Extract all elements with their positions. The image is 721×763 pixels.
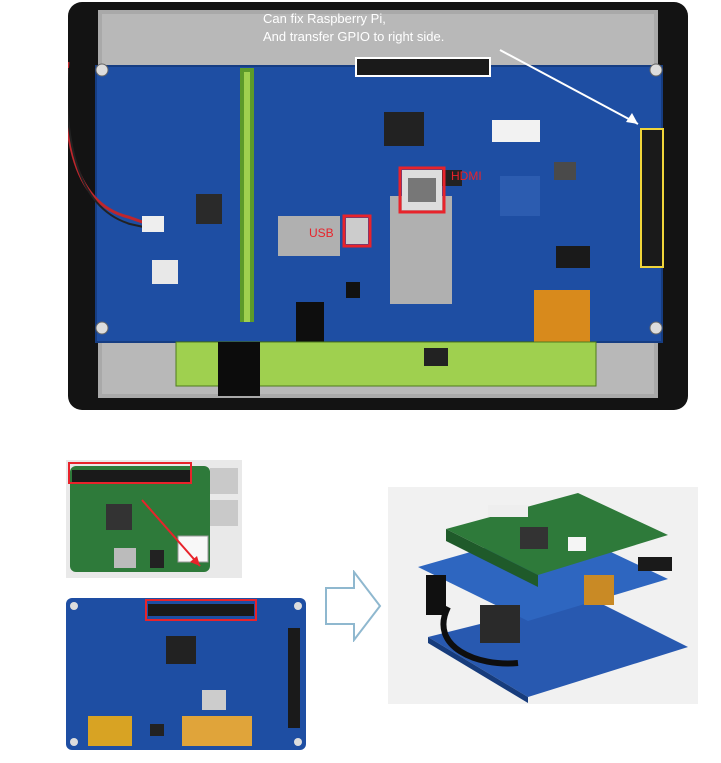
raspberry-pi-photo <box>66 460 242 578</box>
raspberry-pi-illustration <box>66 460 242 578</box>
stacked-assembly-illustration <box>388 487 698 704</box>
display-back-illustration <box>64 2 688 410</box>
display-board-photo <box>66 598 306 750</box>
usb-label: USB <box>309 226 334 240</box>
arrow-right-icon <box>324 569 382 643</box>
display-board-illustration <box>66 598 306 750</box>
hdmi-label: HDMI <box>451 169 482 183</box>
stacked-assembly-photo <box>388 487 698 704</box>
display-back-photo <box>64 2 688 410</box>
annotation-line-2: And transfer GPIO to right side. <box>263 29 445 44</box>
annotation-line-1: Can fix Raspberry Pi, <box>263 11 386 26</box>
gpio-annotation: Can fix Raspberry Pi, And transfer GPIO … <box>263 10 444 46</box>
